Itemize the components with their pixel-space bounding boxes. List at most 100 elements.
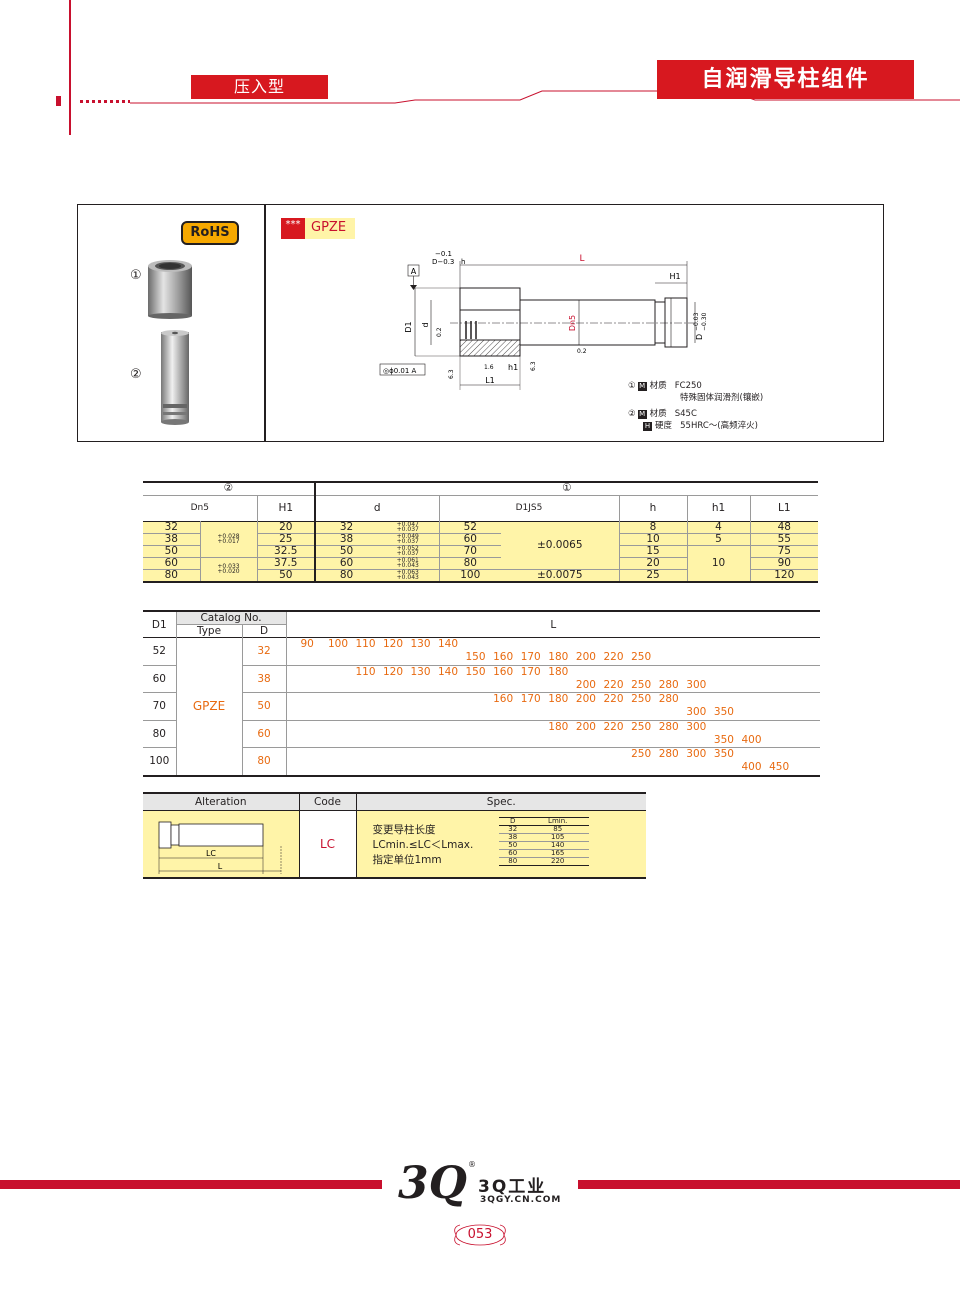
datum-A: A bbox=[411, 267, 417, 276]
part-code-stars: *** bbox=[281, 218, 305, 239]
technical-drawing: L H1 −0.1 D−0.3 h A D1 d 0.2 Dn5 0.2 D −… bbox=[379, 250, 708, 390]
table-row: 32 +0.028+0.017 20 32 +0.047+0.037 52 ±0… bbox=[143, 521, 818, 569]
brand-url: 3QGY.CN.COM bbox=[480, 1195, 562, 1205]
col-L1: L1 bbox=[749, 495, 818, 521]
L-value: 170 bbox=[520, 693, 541, 705]
lbl-L: L bbox=[218, 862, 223, 871]
dimension-table: ② ① Dn5 H1 d D1JS5 h h1 L1 32 +0.028+0.0… bbox=[143, 481, 818, 583]
dim-D1: D1 bbox=[404, 321, 413, 332]
svg-text:3Q: 3Q bbox=[398, 1158, 467, 1207]
brand-reg: ® bbox=[468, 1160, 476, 1169]
page-number: 053 bbox=[467, 1227, 493, 1242]
L-value: 350 bbox=[713, 733, 734, 746]
dim-L: L bbox=[579, 254, 584, 264]
col-alteration: Alteration bbox=[143, 793, 300, 810]
L-value: 160 bbox=[493, 693, 514, 705]
spec-line: 变更导柱长度 bbox=[372, 823, 436, 836]
L-value: 140 bbox=[438, 665, 459, 678]
L-value: 250 bbox=[631, 651, 652, 663]
col-catalog: Catalog No. bbox=[176, 611, 287, 625]
L-value: 130 bbox=[410, 638, 431, 650]
coaxiality-callout: ◎ϕ0.01 A bbox=[383, 367, 417, 375]
rough-0.2b: 0.2 bbox=[577, 348, 587, 355]
col-h1: h1 bbox=[686, 495, 750, 521]
L-value: 150 bbox=[465, 665, 486, 678]
page-title: 自润滑导柱组件 bbox=[657, 60, 914, 99]
L-value: 180 bbox=[548, 665, 569, 678]
header-vmark bbox=[56, 96, 61, 106]
L-value: 350 bbox=[713, 706, 734, 718]
dim-h1: h1 bbox=[508, 363, 518, 372]
catalog-type: GPZE bbox=[176, 637, 243, 777]
L-value: 180 bbox=[548, 651, 569, 663]
rough-1.6: 1.6 bbox=[484, 364, 494, 371]
dim-D-tol-bot: D−0.3 bbox=[432, 258, 454, 266]
dn5-tol-b: +0.033+0.020 bbox=[199, 557, 257, 582]
brand-logo: 3Q bbox=[398, 1158, 467, 1207]
table-row: LC L LC 变更导柱长度 LCmin.≤LC＜Lmax. 指定单位1mm D… bbox=[143, 810, 646, 878]
part-code-badge: *** GPZE bbox=[281, 218, 355, 239]
L-value: 130 bbox=[410, 665, 431, 678]
footer-rule-left bbox=[0, 1180, 382, 1189]
L-value: 400 bbox=[741, 733, 762, 746]
dim-D-right: D bbox=[695, 334, 704, 340]
L-value: 100 bbox=[328, 638, 349, 650]
guide-pillar-image bbox=[161, 330, 189, 425]
L-value: 280 bbox=[658, 748, 679, 760]
dim-d: d bbox=[421, 322, 430, 327]
rough-6.3: 6.3 bbox=[448, 369, 455, 379]
L-value: 160 bbox=[493, 651, 514, 663]
L-value: 280 bbox=[658, 693, 679, 705]
lbl-LC: LC bbox=[206, 849, 216, 858]
L-value: 250 bbox=[631, 720, 652, 733]
L-value: 220 bbox=[603, 651, 624, 663]
L-value: 150 bbox=[465, 651, 486, 663]
lube-marks bbox=[465, 321, 477, 339]
L-value: 250 bbox=[631, 693, 652, 705]
part-code: GPZE bbox=[311, 220, 347, 235]
L-value: 300 bbox=[686, 720, 707, 733]
dim-h: h bbox=[461, 258, 465, 266]
D1-tol-b: ±0.0075 bbox=[501, 569, 619, 582]
L-value: 220 bbox=[603, 678, 624, 691]
L-value: 140 bbox=[438, 638, 459, 650]
L-value: 180 bbox=[548, 693, 569, 705]
spec-line-2: 特殊固体润滑剂(镶嵌) bbox=[680, 393, 764, 403]
dim-D-right-tol-top: −0.03 bbox=[693, 312, 700, 331]
L-value: 200 bbox=[575, 678, 596, 691]
col-D1: D1 bbox=[143, 611, 177, 638]
D1-tol-a: ±0.0065 bbox=[501, 521, 619, 569]
type-tag: 压入型 bbox=[191, 75, 328, 99]
dim-Dn5: Dn5 bbox=[568, 315, 577, 331]
L-value: 180 bbox=[548, 720, 569, 733]
L-value: 400 bbox=[741, 761, 762, 773]
col-Dn5: Dn5 bbox=[190, 502, 209, 513]
rough-6.3b: 6.3 bbox=[530, 361, 537, 371]
alteration-drawing: LC L bbox=[158, 821, 282, 874]
L-value: 220 bbox=[603, 693, 624, 705]
L-value: 220 bbox=[603, 720, 624, 733]
L-value: 200 bbox=[575, 720, 596, 733]
col-D1: D1JS5 bbox=[438, 495, 619, 521]
dim-H1: H1 bbox=[669, 272, 680, 281]
dim-D-tol-top: −0.1 bbox=[435, 250, 452, 258]
L-value: 300 bbox=[686, 706, 707, 718]
L-value: 110 bbox=[355, 665, 376, 678]
col-h: h bbox=[618, 495, 687, 521]
L-value: 160 bbox=[493, 665, 514, 678]
col-d: d bbox=[314, 495, 439, 521]
col-type: Type bbox=[176, 624, 243, 638]
L-value: 170 bbox=[520, 665, 541, 678]
rohs-badge: RoHS bbox=[181, 221, 239, 245]
